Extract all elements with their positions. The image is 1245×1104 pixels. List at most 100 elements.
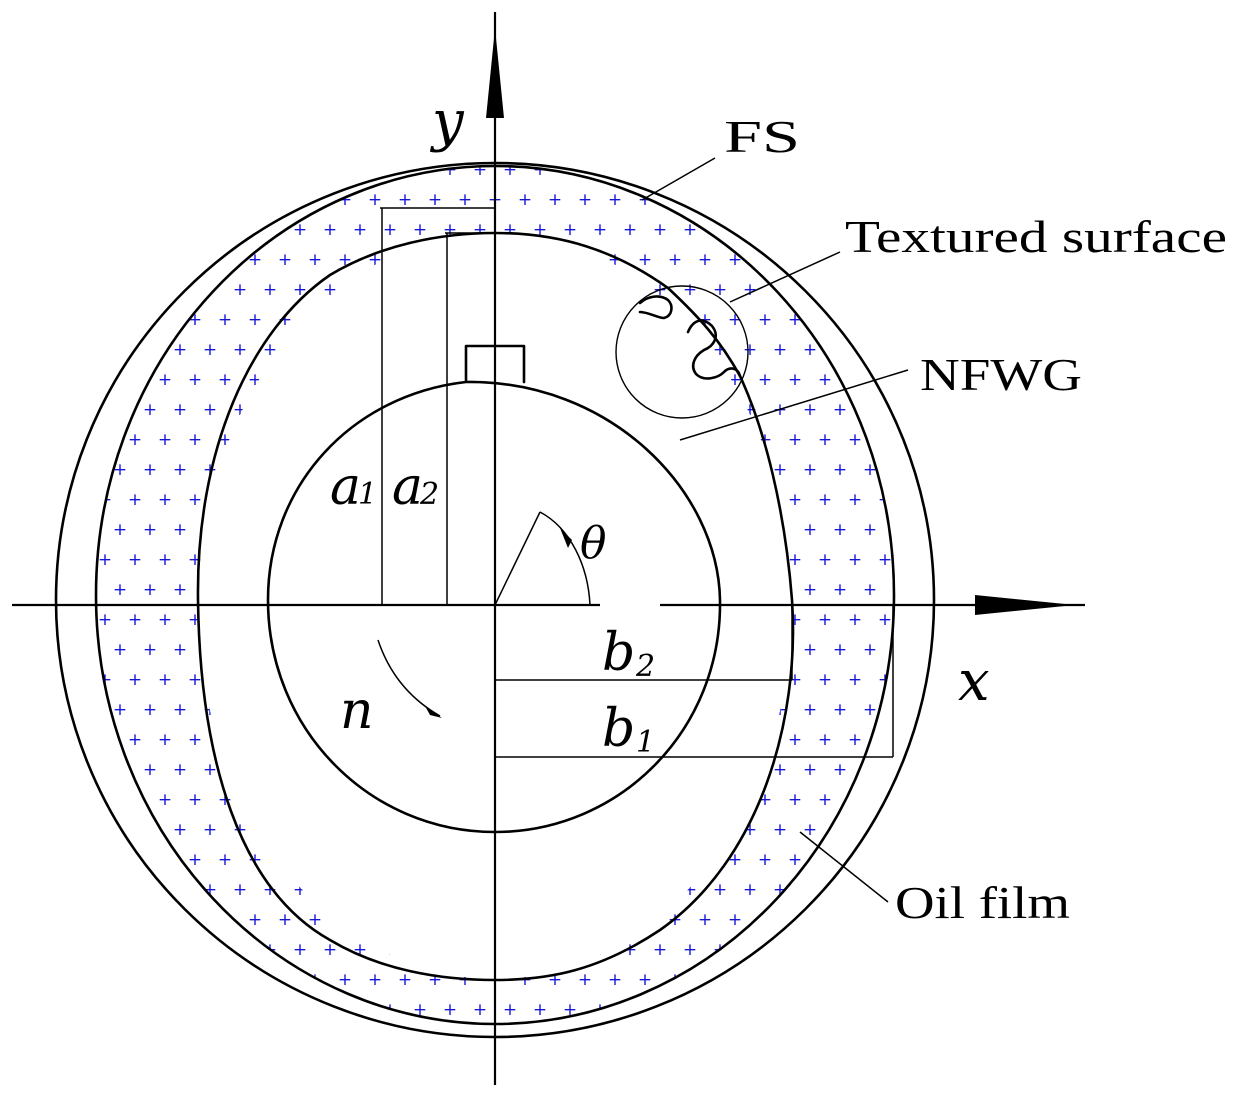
oil-film-plus-mark: +	[278, 250, 292, 270]
oil-film-plus-mark: +	[293, 880, 307, 900]
oil-film-plus-mark: +	[473, 520, 487, 540]
oil-film-plus-mark: +	[833, 280, 847, 300]
oil-film-plus-mark: +	[638, 850, 652, 870]
oil-film-plus-mark: +	[278, 550, 292, 570]
oil-film-plus-mark: +	[728, 970, 742, 990]
oil-film-plus-mark: +	[743, 520, 757, 540]
oil-film-plus-mark: +	[668, 430, 682, 450]
oil-film-plus-mark: +	[443, 760, 457, 780]
oil-film-plus-mark: +	[383, 940, 397, 960]
oil-film-plus-mark: +	[398, 850, 412, 870]
oil-film-plus-mark: +	[578, 970, 592, 990]
a1-subscript: 1	[358, 477, 377, 512]
oil-film-plus-mark: +	[383, 700, 397, 720]
oil-film-leader	[799, 831, 889, 903]
oil-film-plus-mark: +	[503, 700, 517, 720]
oil-film-plus-mark: +	[353, 160, 367, 180]
oil-film-plus-mark: +	[398, 370, 412, 390]
oil-film-plus-mark: +	[308, 250, 322, 270]
oil-film-plus-mark: +	[473, 220, 487, 240]
oil-film-plus-mark: +	[473, 1000, 487, 1020]
oil-film-plus-mark: +	[428, 250, 442, 270]
oil-film-plus-mark: +	[848, 610, 862, 630]
oil-film-plus-mark: +	[803, 520, 817, 540]
oil-film-plus-mark: +	[878, 550, 892, 570]
oil-film-plus-mark: +	[293, 940, 307, 960]
oil-film-plus-mark: +	[413, 520, 427, 540]
oil-film-plus-mark: +	[743, 220, 757, 240]
oil-film-plus-mark: +	[233, 640, 247, 660]
oil-film-plus-mark: +	[158, 850, 172, 870]
oil-film-plus-mark: +	[698, 250, 712, 270]
oil-film-plus-mark: +	[638, 970, 652, 990]
oil-film-plus-mark: +	[563, 940, 577, 960]
oil-film-plus-mark: +	[803, 160, 817, 180]
oil-film-plus-mark: +	[248, 790, 262, 810]
oil-film-plus-mark: +	[593, 220, 607, 240]
oil-film-plus-mark: +	[503, 280, 517, 300]
oil-film-plus-mark: +	[173, 760, 187, 780]
oil-film-plus-mark: +	[893, 1000, 907, 1020]
oil-film-plus-mark: +	[413, 580, 427, 600]
oil-film-plus-mark: +	[848, 490, 862, 510]
oil-film-plus-mark: +	[338, 970, 352, 990]
oil-film-plus-mark: +	[773, 220, 787, 240]
oil-film-plus-mark: +	[878, 850, 892, 870]
oil-film-plus-mark: +	[113, 340, 127, 360]
oil-film-plus-mark: +	[173, 400, 187, 420]
oil-film-plus-mark: +	[548, 550, 562, 570]
oil-film-plus-mark: +	[308, 370, 322, 390]
oil-film-plus-mark: +	[383, 880, 397, 900]
oil-film-plus-mark: +	[593, 340, 607, 360]
oil-film-plus-mark: +	[158, 730, 172, 750]
oil-film-plus-mark: +	[593, 820, 607, 840]
oil-film-plus-mark: +	[443, 940, 457, 960]
oil-film-plus-mark: +	[548, 910, 562, 930]
oil-film-plus-mark: +	[518, 850, 532, 870]
oil-film-plus-mark: +	[143, 880, 157, 900]
oil-film-plus-mark: +	[653, 580, 667, 600]
oil-film-plus-mark: +	[293, 760, 307, 780]
oil-film-plus-mark: +	[293, 820, 307, 840]
oil-film-plus-mark: +	[848, 670, 862, 690]
oil-film-plus-mark: +	[278, 310, 292, 330]
oil-film-plus-mark: +	[833, 400, 847, 420]
oil-film-plus-mark: +	[833, 520, 847, 540]
oil-film-plus-mark: +	[743, 880, 757, 900]
theta-arc	[539, 511, 591, 606]
oil-film-plus-mark: +	[128, 310, 142, 330]
oil-film-plus-mark: +	[788, 370, 802, 390]
oil-film-plus-mark: +	[308, 910, 322, 930]
oil-film-plus-mark: +	[833, 1000, 847, 1020]
oil-film-plus-mark: +	[158, 790, 172, 810]
oil-film-plus-mark: +	[788, 550, 802, 570]
oil-film-plus-mark: +	[803, 220, 817, 240]
oil-film-plus-mark: +	[278, 490, 292, 510]
oil-film-plus-mark: +	[548, 370, 562, 390]
oil-film-plus-mark: +	[863, 760, 877, 780]
oil-film-plus-mark: +	[878, 310, 892, 330]
oil-film-plus-mark: +	[623, 820, 637, 840]
oil-film-plus-mark: +	[803, 340, 817, 360]
oil-film-plus-mark: +	[743, 640, 757, 660]
oil-film-plus-mark: +	[368, 610, 382, 630]
oil-film-plus-mark: +	[428, 310, 442, 330]
oil-film-plus-mark: +	[578, 430, 592, 450]
oil-film-plus-mark: +	[533, 340, 547, 360]
oil-film-plus-mark: +	[728, 430, 742, 450]
oil-film-plus-mark: +	[473, 940, 487, 960]
oil-film-plus-mark: +	[653, 880, 667, 900]
oil-film-plus-mark: +	[548, 250, 562, 270]
oil-film-plus-mark: +	[413, 400, 427, 420]
oil-film-plus-mark: +	[563, 700, 577, 720]
oil-film-plus-mark: +	[533, 820, 547, 840]
oil-film-plus-mark: +	[158, 490, 172, 510]
fs-inner-ring	[94, 164, 896, 1026]
oil-film-plus-mark: +	[308, 850, 322, 870]
oil-film-plus-mark: +	[758, 550, 772, 570]
oil-film-plus-mark: +	[563, 460, 577, 480]
oil-film-plus-mark: +	[608, 190, 622, 210]
oil-film-plus-mark: +	[443, 580, 457, 600]
textured-surface-circle	[615, 285, 749, 419]
